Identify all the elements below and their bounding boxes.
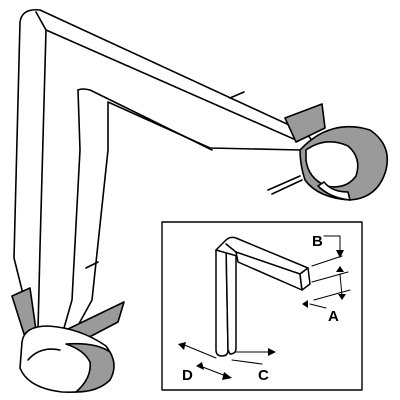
clip-crease-lower — [85, 261, 99, 269]
inset-bar-arm-end — [299, 267, 311, 291]
dim-d-arrow-left — [196, 362, 204, 370]
bottom-hook — [11, 287, 125, 394]
clip-inner-bend — [77, 88, 213, 151]
dim-label-b: B — [312, 233, 323, 250]
dim-a-line — [339, 273, 343, 297]
clip-front-edge-left — [37, 29, 47, 331]
inset-bar-arm-top — [215, 236, 309, 275]
right-hook-band — [317, 181, 351, 201]
dim-c-line — [231, 359, 263, 365]
dim-b-arrow — [336, 250, 344, 258]
bottom-hook-inner — [27, 348, 61, 361]
dim-label-c: C — [258, 367, 269, 384]
dim-b-leader — [323, 235, 341, 255]
dim-a-leader — [309, 303, 327, 309]
dim-a-arrow-top — [336, 266, 344, 272]
inset-bar — [215, 236, 311, 357]
inset-bar-leg-side — [225, 243, 237, 355]
dim-b-ext — [311, 255, 343, 267]
clip-crease-upper — [229, 91, 245, 99]
inset-panel: B A D — [161, 221, 363, 391]
dim-a-ext-top — [311, 271, 349, 283]
right-hook-tab — [284, 103, 326, 143]
dim-a-ext-bottom — [313, 289, 351, 301]
inset-bar-bend — [225, 243, 237, 253]
dim-label-a: A — [328, 308, 339, 325]
dim-b — [311, 235, 344, 267]
dim-d-arrow — [178, 342, 186, 350]
clip-inner-arm — [61, 89, 81, 336]
inset-frame — [161, 221, 363, 391]
right-hook-tail — [267, 175, 303, 195]
dim-c — [231, 348, 276, 365]
dim-d-line — [199, 365, 227, 377]
dim-a-arrow-bottom — [338, 294, 346, 300]
dim-d — [178, 342, 232, 380]
bottom-hook-band — [65, 342, 115, 393]
right-hook — [267, 103, 389, 201]
dim-label-d: D — [182, 367, 193, 384]
dim-c-arrow — [268, 348, 276, 356]
dim-a — [302, 266, 351, 309]
right-hook-loop-inner — [305, 141, 359, 188]
dim-d-ext — [181, 343, 217, 359]
dim-d-arrow-right — [222, 372, 232, 380]
dim-a-leader-arrow — [302, 300, 308, 308]
